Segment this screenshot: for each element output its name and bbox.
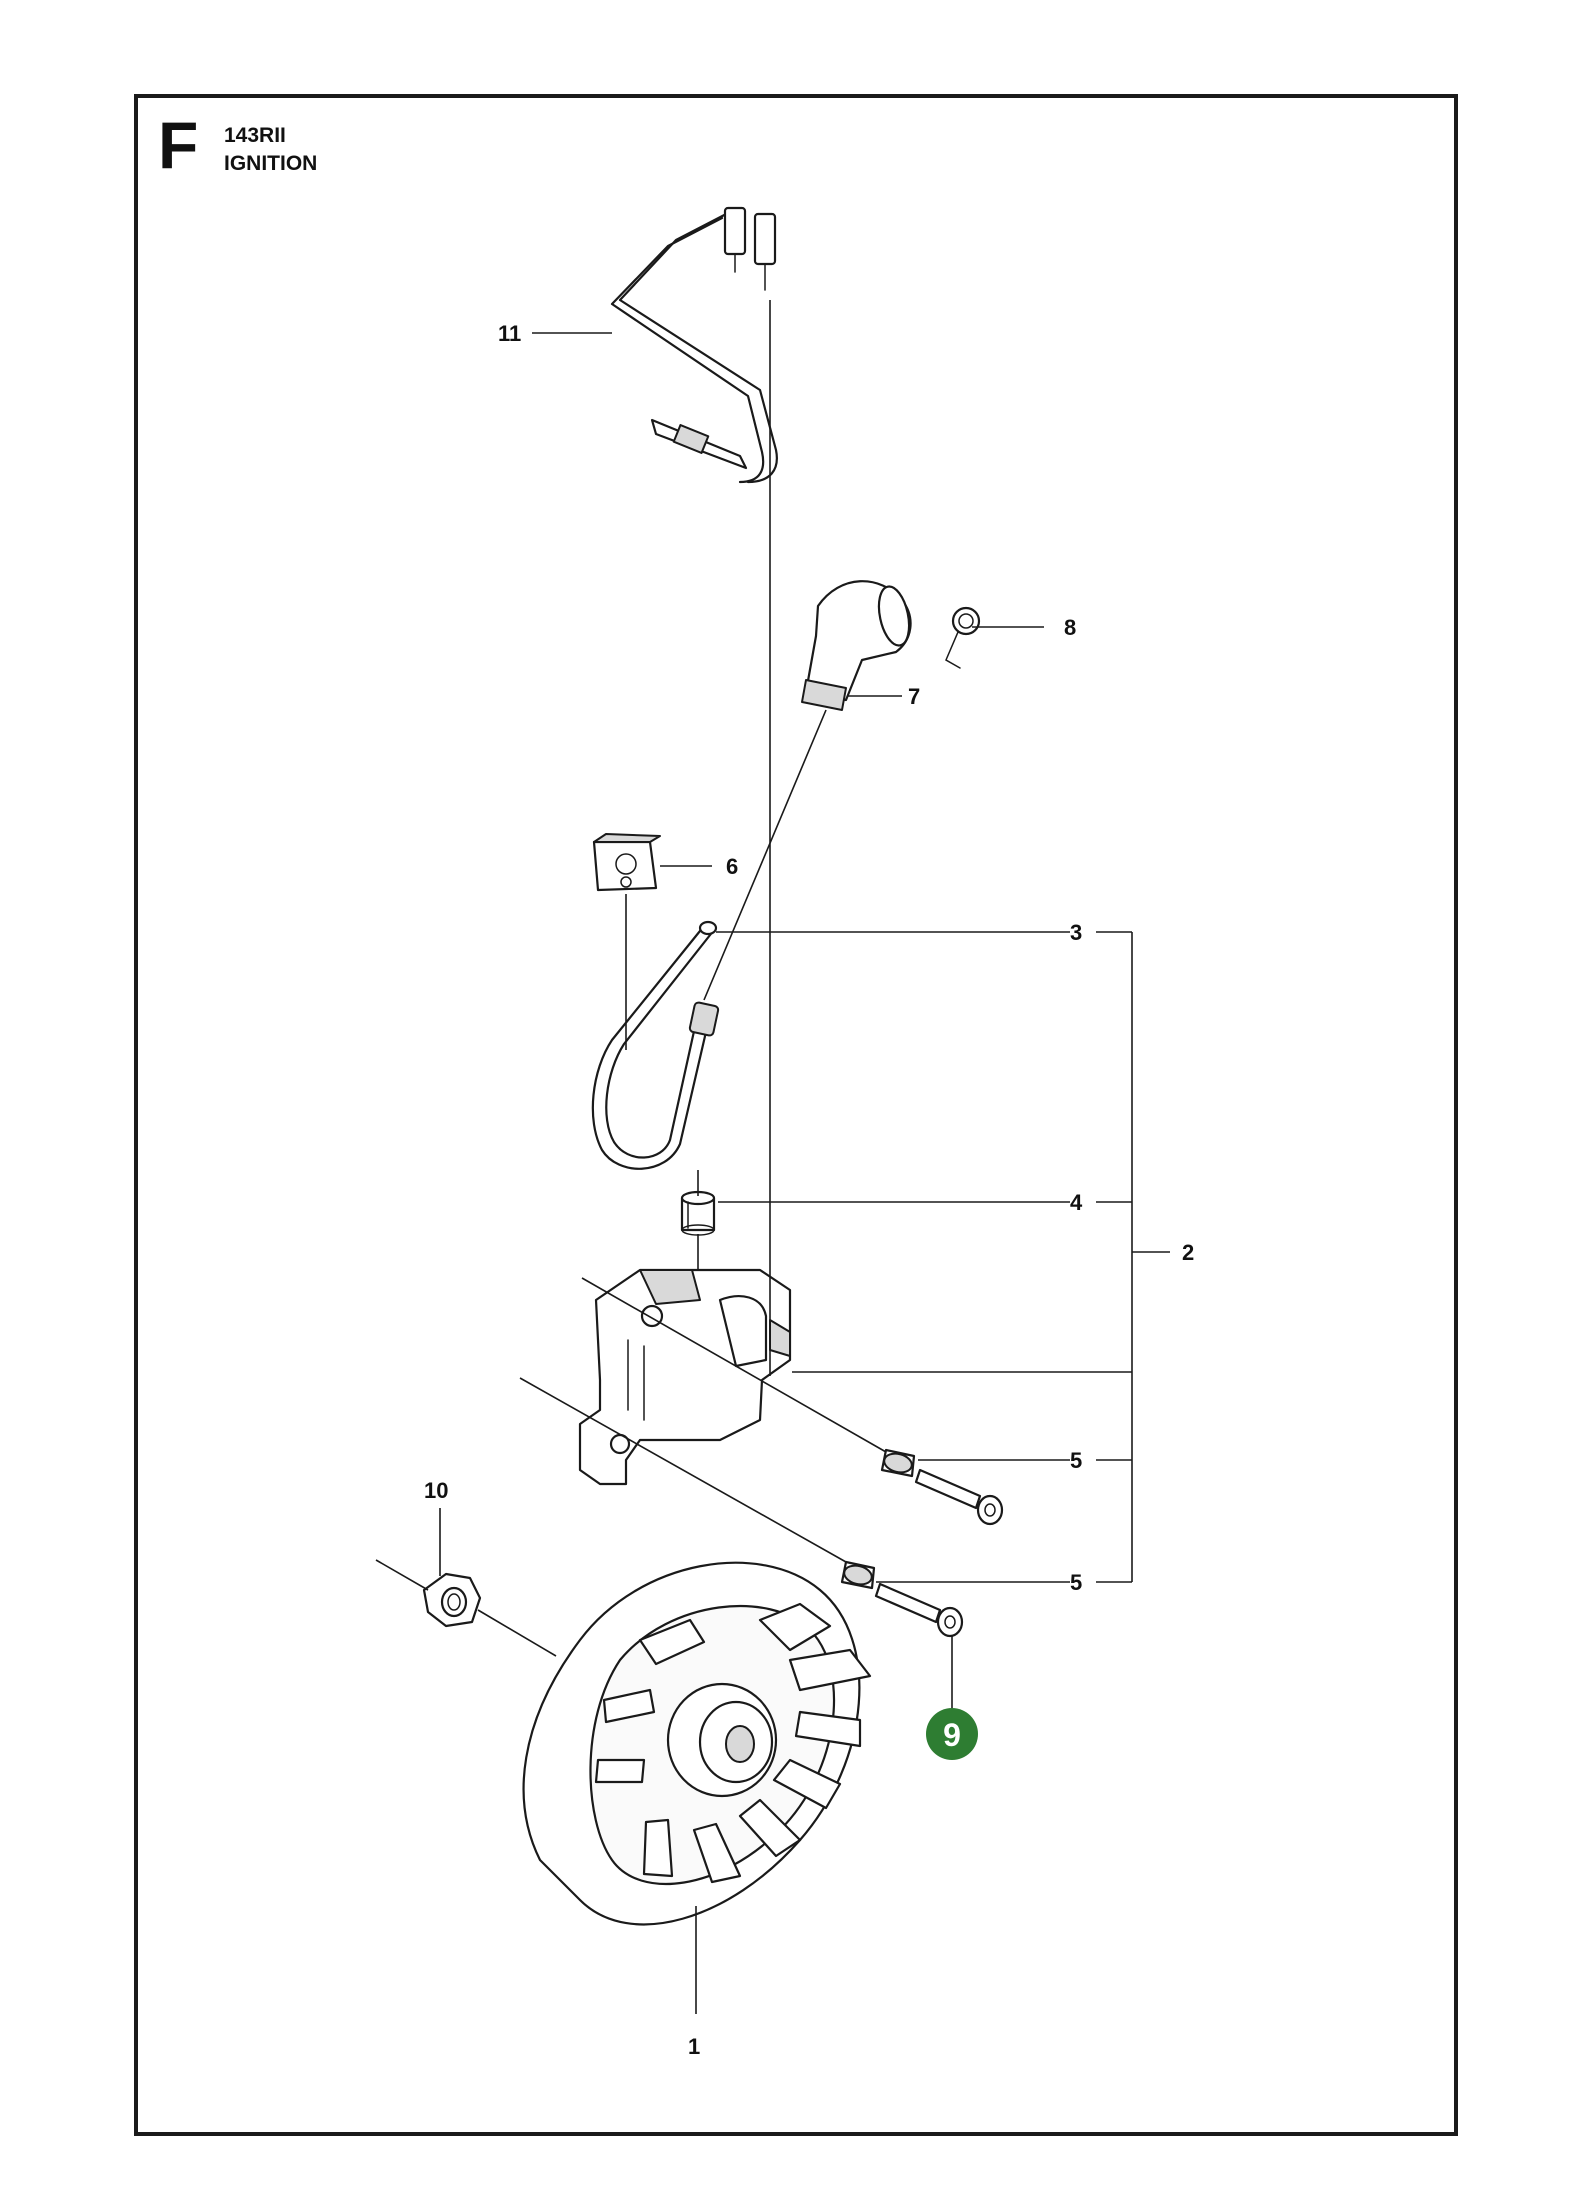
part-4-grommet[interactable] <box>680 1190 716 1236</box>
group-name: IGNITION <box>224 152 318 175</box>
callout-11: 11 <box>498 321 521 346</box>
part-8-spring[interactable] <box>945 606 981 669</box>
model-name: 143RII <box>224 124 286 147</box>
part-11-wire-harness[interactable] <box>610 206 778 484</box>
callout-3: 3 <box>1070 920 1082 945</box>
callout-7: 7 <box>908 684 920 709</box>
part-1-flywheel[interactable] <box>522 1561 872 1926</box>
section-letter: F <box>158 108 199 182</box>
callout-9: 9 <box>943 1717 961 1753</box>
callout-5-lower: 5 <box>1070 1570 1082 1595</box>
part-5-upper-screw[interactable] <box>880 1448 1004 1526</box>
callout-8: 8 <box>1064 615 1076 640</box>
part-2-ignition-module[interactable] <box>578 1268 792 1486</box>
part-5-lower-screw[interactable] <box>840 1560 964 1638</box>
part-10-flywheel-nut[interactable] <box>422 1572 482 1628</box>
leader-lines <box>375 300 1170 2014</box>
callout-4: 4 <box>1070 1190 1083 1215</box>
highlight-badge <box>926 1708 978 1760</box>
callout-5-upper: 5 <box>1070 1448 1082 1473</box>
callout-1: 1 <box>688 2034 700 2059</box>
part-7-spark-plug-boot[interactable] <box>801 580 914 711</box>
diagram-frame <box>134 94 1458 2136</box>
callout-2: 2 <box>1182 1240 1194 1265</box>
callout-10: 10 <box>424 1478 448 1503</box>
callout-6: 6 <box>726 854 738 879</box>
callout-9-highlight[interactable]: 9 <box>926 1708 978 1760</box>
part-6-cable-clip[interactable] <box>592 833 661 892</box>
part-3-high-tension-lead[interactable] <box>591 920 720 1170</box>
